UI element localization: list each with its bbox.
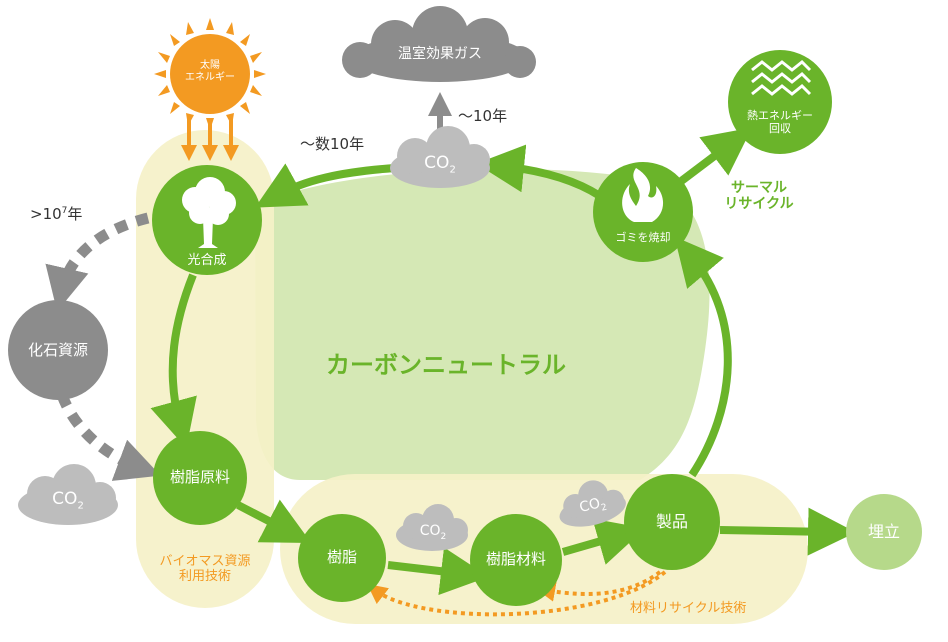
- arrow-photosynthesis-to-resin-raw: [150, 273, 197, 449]
- resin-node: [298, 514, 386, 602]
- resin-material-node: [470, 514, 562, 606]
- incineration-label: ゴミを焼却: [615, 231, 671, 244]
- co2-cloud-left: [18, 464, 118, 525]
- resin-label: 樹脂: [326, 548, 357, 566]
- arrow-co2-to-photosynthesis: [254, 163, 396, 208]
- co2-resin-label: CO2: [419, 523, 447, 542]
- biomass-label: バイオマス資源利用技術: [159, 554, 251, 584]
- arrow-resin-to-material: [387, 547, 489, 596]
- ten7-years-label: >107年: [30, 205, 83, 223]
- thermal-recycle-label: サーマルリサイクル: [724, 180, 794, 213]
- ghg-label: 温室効果ガス: [398, 46, 482, 62]
- arrow-recycle-to-resin: [367, 570, 667, 617]
- arrow-photosynthesis-to-fossil: [45, 212, 150, 312]
- heat-waves-icon: [751, 59, 812, 96]
- arrow-product-to-incineration: [674, 236, 732, 478]
- material-recycle-label: 材料リサイクル技術: [630, 601, 747, 616]
- carbon-neutral-label: カーボンニュートラル: [326, 351, 566, 379]
- arrow-product-to-landfill: [719, 507, 856, 556]
- arrow-incineration-to-co2: [476, 144, 603, 200]
- tens-of-years-label: ～数10年: [300, 135, 365, 153]
- arrow-recycle-to-material: [535, 570, 662, 602]
- tree-icon: [182, 177, 236, 248]
- co2-cloud-material: [559, 480, 626, 527]
- sun-icon: [154, 18, 266, 130]
- co2-cloud-resin: [396, 504, 468, 551]
- product-label: 製品: [655, 512, 688, 531]
- co2-left-label: CO2: [52, 489, 84, 512]
- sun-label: 太陽エネルギー: [185, 60, 235, 83]
- product-node: [624, 474, 720, 570]
- carbon-neutral-area: [255, 168, 710, 480]
- ten-years-label: ～10年: [458, 107, 508, 125]
- arrow-material-to-product: [561, 518, 646, 565]
- arrow-resin-raw-to-resin: [236, 499, 312, 544]
- fossil-label: 化石資源: [27, 341, 88, 359]
- fire-icon: [622, 168, 664, 222]
- fossil-node: [8, 300, 108, 400]
- heat-recovery-node: [728, 50, 832, 154]
- landfill-node: [846, 494, 922, 570]
- resin-raw-label: 樹脂原料: [169, 468, 230, 486]
- arrow-incineration-to-heat: [677, 127, 753, 186]
- photosynthesis-label: 光合成: [187, 253, 227, 268]
- resin-material-label: 樹脂材料: [485, 550, 546, 568]
- co2-top-label: CO2: [424, 153, 456, 176]
- heat-recovery-label: 熱エネルギー回収: [747, 109, 813, 135]
- ghg-cloud: [342, 6, 536, 82]
- arrow-fossil-to-resin-raw: [56, 392, 161, 481]
- resin-raw-node: [153, 431, 247, 525]
- co2-cloud-top: [390, 126, 490, 188]
- landfill-label: 埋立: [867, 522, 900, 541]
